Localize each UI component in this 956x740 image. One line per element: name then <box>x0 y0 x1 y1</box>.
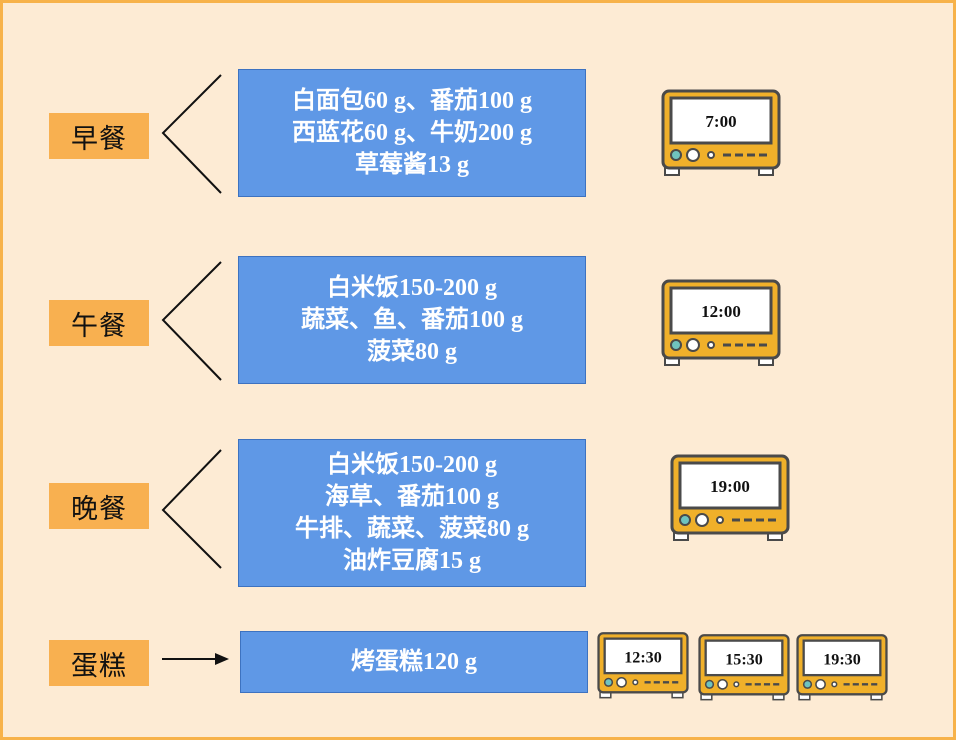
food-box-lunch: 白米饭150-200 g 蔬菜、鱼、番茄100 g 菠菜80 g <box>238 256 586 384</box>
food-line: 白面包60 g、番茄100 g <box>292 88 532 114</box>
bracket-breakfast <box>161 74 222 194</box>
oven-icon: 19:00 <box>670 454 790 541</box>
food-line: 草莓酱13 g <box>355 152 469 178</box>
oven-icon: 15:30 <box>698 634 790 701</box>
oven-time: 7:00 <box>705 112 736 131</box>
food-box-cake: 烤蛋糕120 g <box>240 631 588 693</box>
oven-time: 15:30 <box>725 651 763 668</box>
oven-time: 12:30 <box>624 649 662 666</box>
food-line: 海草、番茄100 g <box>325 484 499 510</box>
oven-time: 19:00 <box>710 477 750 496</box>
arrow-head <box>215 653 229 665</box>
meal-label-lunch: 午餐 <box>49 300 149 346</box>
meal-label-breakfast: 早餐 <box>49 113 149 159</box>
food-box-breakfast: 白面包60 g、番茄100 g 西蓝花60 g、牛奶200 g 草莓酱13 g <box>238 69 586 197</box>
food-line: 蔬菜、鱼、番茄100 g <box>301 307 523 333</box>
oven-icon: 12:00 <box>661 279 781 366</box>
bracket-lunch <box>161 261 222 381</box>
oven-time: 12:00 <box>701 302 741 321</box>
food-line: 牛排、蔬菜、菠菜80 g <box>295 516 529 542</box>
food-line: 白米饭150-200 g <box>327 452 497 478</box>
food-box-dinner: 白米饭150-200 g 海草、番茄100 g 牛排、蔬菜、菠菜80 g 油炸豆… <box>238 439 586 587</box>
oven-icon: 7:00 <box>661 89 781 176</box>
food-line: 菠菜80 g <box>367 339 457 365</box>
food-line: 烤蛋糕120 g <box>351 649 477 675</box>
bracket-dinner <box>161 449 222 569</box>
food-line: 西蓝花60 g、牛奶200 g <box>292 120 532 146</box>
meal-label-cake: 蛋糕 <box>49 640 149 686</box>
oven-time: 19:30 <box>823 651 861 668</box>
food-line: 油炸豆腐15 g <box>343 548 481 574</box>
food-line: 白米饭150-200 g <box>327 275 497 301</box>
meal-label-dinner: 晚餐 <box>49 483 149 529</box>
oven-icon: 19:30 <box>796 634 888 701</box>
oven-icon: 12:30 <box>597 632 689 699</box>
